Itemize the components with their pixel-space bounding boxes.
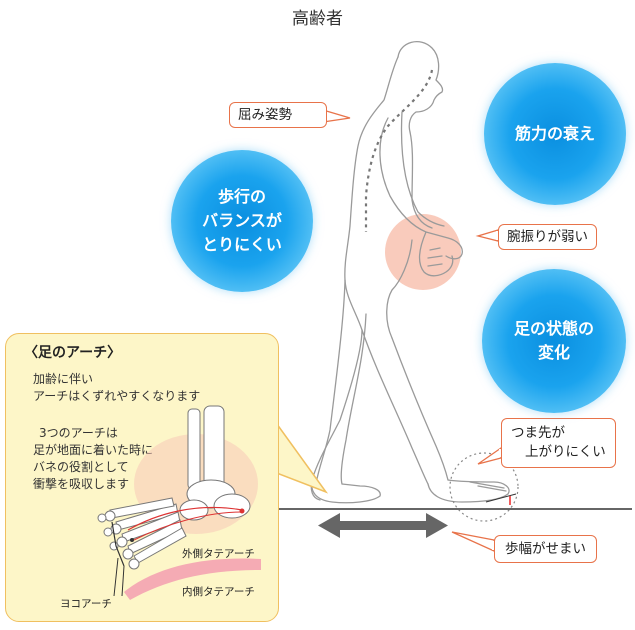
page-title: 高齢者 — [292, 9, 343, 29]
stride-pointer — [451, 531, 495, 553]
foot-line-2: 変化 — [537, 343, 570, 362]
arch-panel-pointer — [273, 417, 329, 494]
balance-line-2: バランスが — [202, 211, 282, 230]
muscle-bubble: 筋力の衰え — [484, 63, 626, 205]
arch-text-2-line-4: 衝撃を吸収します — [33, 477, 130, 491]
arch-text-2-line-3: バネの役割として — [33, 460, 129, 474]
arch-panel: 〈足のアーチ〉 加齢に伴い アーチはくずれやすくなります 3つのアーチは 足が地… — [5, 333, 279, 622]
spine-curve — [364, 69, 434, 232]
stride-arrow — [318, 513, 448, 538]
arch-panel-title: 〈足のアーチ〉 — [24, 345, 122, 361]
posture-callout: 屈み姿勢 — [229, 102, 327, 128]
arm-swing-pointer — [475, 229, 499, 242]
inner-arch-label: 内側タテアーチ — [182, 586, 255, 598]
toe-angle-mark — [485, 493, 517, 503]
arch-text-1-line-1: 加齢に伴い — [33, 372, 94, 386]
stride-callout-label: 歩幅がせまい — [505, 541, 586, 557]
arm-highlight — [385, 214, 461, 290]
muscle-line-1: 筋力の衰え — [514, 124, 595, 143]
toe-lift-callout: つま先が 上がりにくい — [501, 418, 616, 468]
arch-text-block-1: 加齢に伴い アーチはくずれやすくなります — [33, 371, 200, 405]
balance-line-3: とりにくい — [202, 235, 282, 254]
balance-line-1: 歩行の — [217, 187, 266, 206]
outer-arch-label: 外側タテアーチ — [182, 548, 255, 560]
stride-callout: 歩幅がせまい — [494, 535, 597, 563]
toe-lift-pointer — [477, 446, 502, 465]
arch-text-2-line-2: 足が地面に着いた時に — [33, 443, 154, 457]
arch-text-2-line-1: 3つのアーチは — [39, 426, 118, 440]
arch-text-1-line-2: アーチはくずれやすくなります — [33, 389, 201, 403]
foot-skeleton-illustration — [97, 405, 261, 600]
elderly-figure — [310, 40, 510, 504]
posture-callout-label: 屈み姿勢 — [238, 107, 292, 123]
toe-focus-circle — [449, 452, 519, 522]
foot-bubble: 足の状態の 変化 — [482, 269, 626, 413]
arm-swing-callout-label: 腕振りが弱い — [507, 229, 588, 245]
transverse-arch-label: ヨコアーチ — [60, 598, 112, 610]
balance-bubble: 歩行の バランスが とりにくい — [171, 150, 313, 292]
arm-swing-callout: 腕振りが弱い — [498, 224, 597, 250]
foot-line-1: 足の状態の — [513, 319, 594, 338]
toe-lift-line-2: 上がりにくい — [525, 444, 606, 460]
toe-lift-line-1: つま先が — [511, 425, 565, 441]
posture-pointer — [322, 109, 351, 123]
arch-text-block-2: 3つのアーチは 足が地面に着いた時に バネの役割として 衝撃を吸収します — [33, 425, 153, 493]
